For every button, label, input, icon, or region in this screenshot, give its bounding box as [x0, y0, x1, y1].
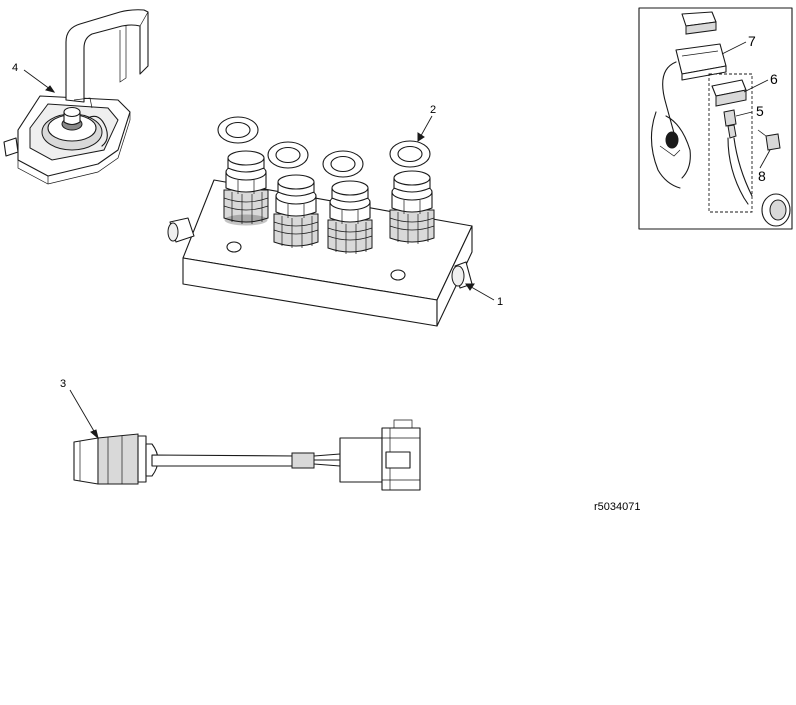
sealing-washers [217, 116, 431, 178]
callout-5-label: 5 [756, 103, 764, 119]
callout-2: 2 [417, 104, 436, 142]
callout-7: 7 [721, 33, 756, 55]
callout-4-label: 4 [12, 62, 18, 74]
callout-1-label: 1 [497, 296, 503, 308]
callout-8: 8 [758, 149, 771, 184]
figure-id: r5034071 [594, 501, 641, 513]
callout-1: 1 [465, 283, 503, 308]
callout-2-label: 2 [430, 104, 436, 116]
callout-5: 5 [735, 103, 764, 119]
washer-3 [322, 150, 364, 178]
fitting-4 [389, 170, 435, 244]
fitting-1 [223, 150, 269, 226]
callout-6-label: 6 [770, 71, 778, 87]
fitting-3 [327, 180, 373, 254]
washer-4 [389, 140, 431, 168]
fitting-2 [273, 174, 319, 248]
mounting-bracket [3, 9, 149, 185]
callout-6: 6 [743, 71, 778, 93]
washer-1 [217, 116, 259, 144]
callout-7-label: 7 [748, 33, 756, 49]
inset-panel [638, 7, 793, 230]
callout-3: 3 [60, 378, 99, 440]
washer-2 [267, 141, 309, 169]
sensor-harness [73, 419, 421, 491]
callout-8-label: 8 [758, 168, 766, 184]
callout-3-label: 3 [60, 378, 66, 390]
callout-4: 4 [12, 62, 56, 93]
